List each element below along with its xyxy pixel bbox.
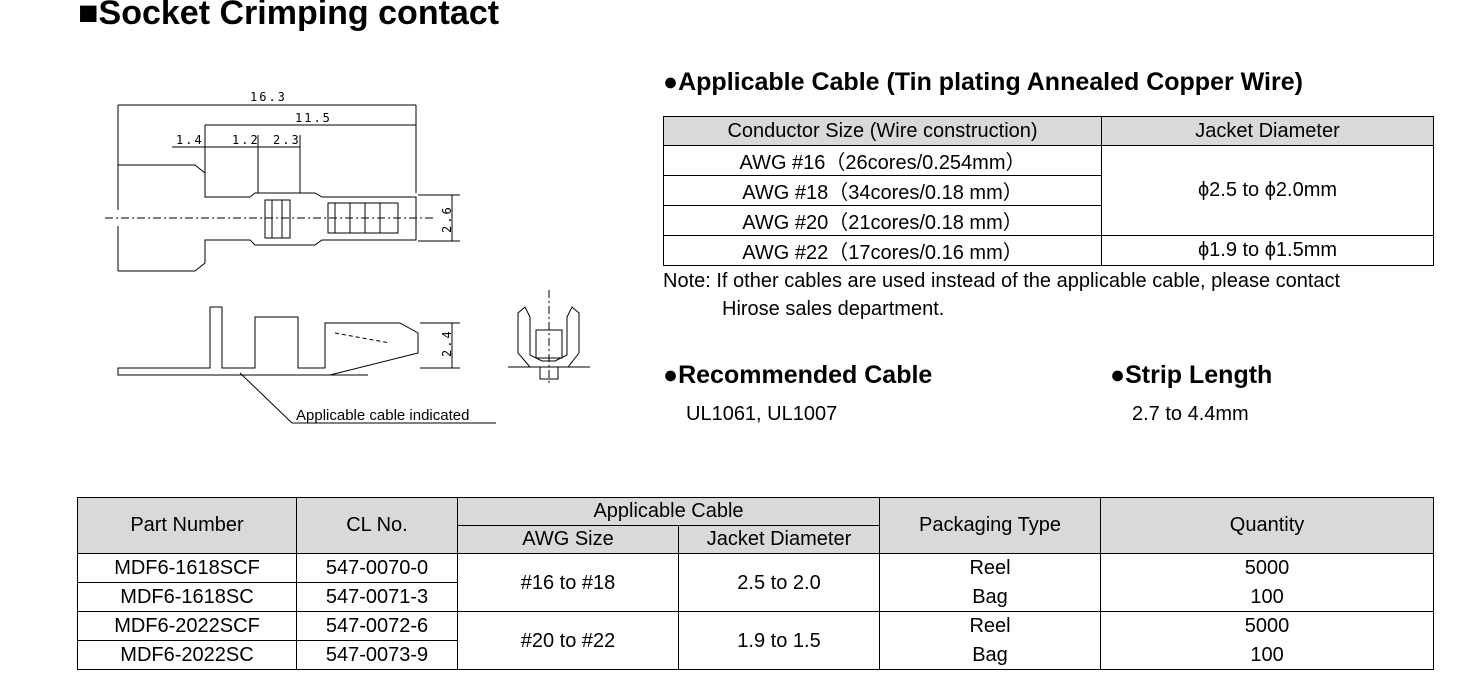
applicable-cable-heading: ●Applicable Cable (Tin plating Annealed … xyxy=(663,68,1303,96)
dim-1-2: 1.2 xyxy=(232,133,260,147)
dim-11-5: 11.5 xyxy=(295,111,332,125)
header-jacket-diameter: Jacket Diameter xyxy=(1101,116,1434,146)
page-title: ■Socket Crimping contact xyxy=(78,0,500,32)
applicable-cable-table: Conductor Size (Wire construction) Jacke… xyxy=(663,116,1434,266)
header-conductor-size: Conductor Size (Wire construction) xyxy=(663,116,1102,146)
dim-2-4: 2.4 xyxy=(440,329,454,357)
cl-no-cell: 547-0072-6 xyxy=(296,611,458,641)
jacket-diameter-cell: 2.5 to 2.0 xyxy=(677,553,881,612)
dim-2-3: 2.3 xyxy=(273,133,301,147)
jacket-diameter-cell: 1.9 to 1.5 xyxy=(677,611,881,670)
conductor-size-cell: AWG #20（21cores/0.18 mm） xyxy=(663,205,1102,236)
table-row: AWG #16（26cores/0.254mm） ϕ2.5 to ϕ2.0mm xyxy=(663,145,1434,236)
table-row: MDF6-1618SC 547-0071-3 Bag 100 xyxy=(77,582,1435,612)
awg-size-cell: #20 to #22 xyxy=(457,611,679,670)
packaging-type-cell: Reel xyxy=(879,611,1102,641)
table-row: MDF6-2022SCF 547-0072-6 #20 to #22 1.9 t… xyxy=(77,611,1435,670)
table-row: MDF6-2022SC 547-0073-9 Bag 100 xyxy=(77,640,1435,670)
table-row: AWG #20（21cores/0.18 mm） xyxy=(663,205,1434,236)
strip-length-value: 2.7 to 4.4mm xyxy=(1132,403,1249,425)
header-jacket-diameter: Jacket Diameter xyxy=(677,525,881,554)
jacket-diameter-cell: ϕ1.9 to ϕ1.5mm xyxy=(1101,235,1434,266)
note-label: Note: xyxy=(663,270,711,292)
part-number-cell: MDF6-2022SC xyxy=(77,640,297,670)
quantity-cell: 100 xyxy=(1100,640,1435,670)
note-line-1: If other cables are used instead of the … xyxy=(716,270,1341,292)
callout-label: Applicable cable indicated xyxy=(296,407,469,424)
header-cl-no: CL No. xyxy=(296,497,458,554)
table-row: AWG #22（17cores/0.16 mm） ϕ1.9 to ϕ1.5mm xyxy=(663,235,1434,266)
jacket-diameter-cell: ϕ2.5 to ϕ2.0mm xyxy=(1101,145,1434,236)
strip-length-heading: ●Strip Length xyxy=(1110,361,1273,389)
quantity-cell: 5000 xyxy=(1100,611,1435,641)
header-applicable-cable: Applicable Cable xyxy=(456,497,881,526)
conductor-size-cell: AWG #16（26cores/0.254mm） xyxy=(663,145,1102,176)
conductor-size-cell: AWG #18（34cores/0.18 mm） xyxy=(663,175,1102,206)
dim-16-3: 16.3 xyxy=(250,90,287,104)
packaging-type-cell: Bag xyxy=(879,640,1102,670)
recommended-cable-heading: ●Recommended Cable xyxy=(663,361,933,389)
parts-table: Part Number CL No. Applicable Cable Pack… xyxy=(77,497,1435,670)
awg-size-cell: #16 to #18 xyxy=(457,553,679,612)
conductor-size-cell: AWG #22（17cores/0.16 mm） xyxy=(663,235,1102,266)
note-line-2: Hirose sales department. xyxy=(722,298,945,320)
cable-note: Note: If other cables are used instead o… xyxy=(663,267,1433,323)
contact-drawing: 16.3 11.5 1.4 1.2 2.3 2.6 2.4 Applicable… xyxy=(105,90,590,424)
part-number-cell: MDF6-2022SCF xyxy=(77,611,297,641)
header-packaging-type: Packaging Type xyxy=(879,497,1102,554)
quantity-cell: 5000 xyxy=(1100,553,1435,583)
table-row: AWG #18（34cores/0.18 mm） xyxy=(663,175,1434,206)
packaging-type-cell: Reel xyxy=(879,553,1102,583)
recommended-cable-value: UL1061, UL1007 xyxy=(686,403,838,425)
header-quantity: Quantity xyxy=(1100,497,1435,554)
dim-1-4: 1.4 xyxy=(176,133,204,147)
cl-no-cell: 547-0073-9 xyxy=(296,640,458,670)
dim-2-6: 2.6 xyxy=(440,205,454,233)
header-awg-size: AWG Size xyxy=(457,525,679,554)
cl-no-cell: 547-0071-3 xyxy=(296,582,458,612)
packaging-type-cell: Bag xyxy=(879,582,1102,612)
header-part-number: Part Number xyxy=(77,497,297,554)
quantity-cell: 100 xyxy=(1100,582,1435,612)
table-row: MDF6-1618SCF 547-0070-0 #16 to #18 2.5 t… xyxy=(77,553,1435,612)
cl-no-cell: 547-0070-0 xyxy=(296,553,458,583)
part-number-cell: MDF6-1618SCF xyxy=(77,553,297,583)
part-number-cell: MDF6-1618SC xyxy=(77,582,297,612)
